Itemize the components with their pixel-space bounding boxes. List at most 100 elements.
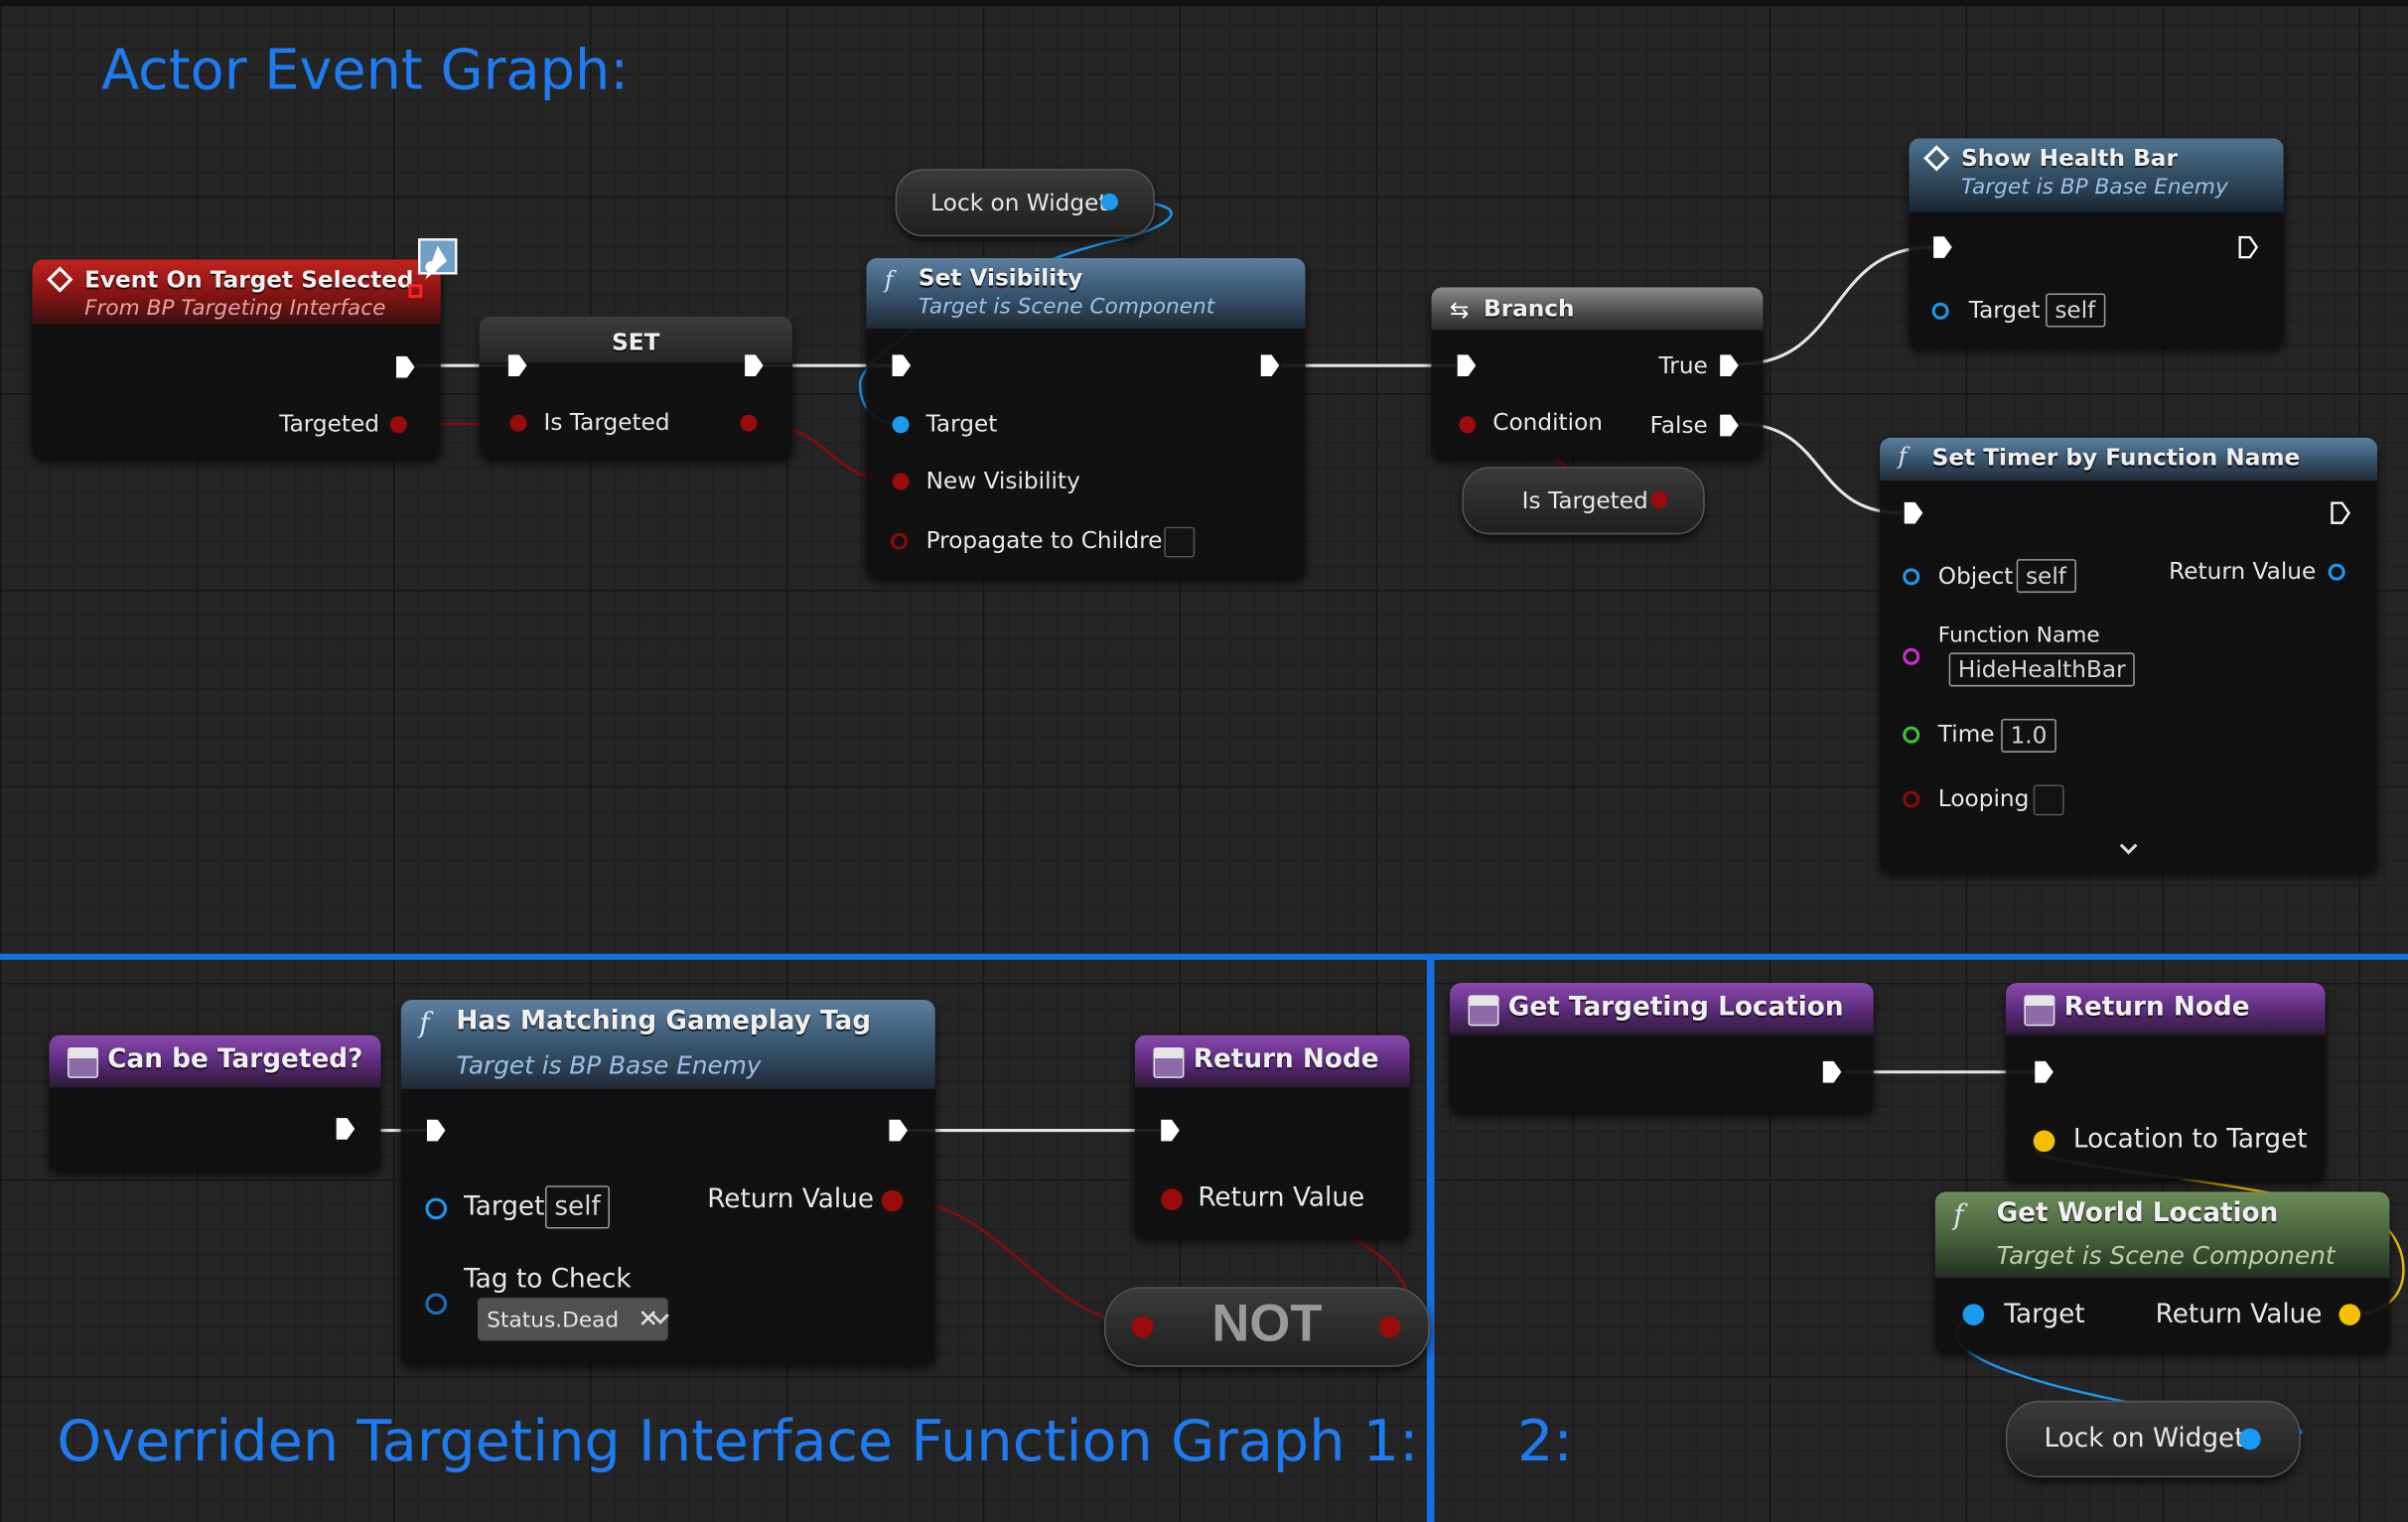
struct-in-pin-tag[interactable] [425,1293,448,1315]
name-in-pin[interactable] [1903,647,1920,665]
function-graph-1-title: Overriden Targeting Interface Function G… [57,1408,1419,1475]
bool-in-pin-looping[interactable] [1903,790,1920,808]
not-node[interactable]: NOT [1104,1287,1430,1367]
get-targeting-location-entry-node[interactable]: Get Targeting Location [1449,983,1874,1112]
set-node[interactable]: SET Is Targeted [479,316,793,458]
exec-out-pin-false[interactable] [1719,413,1741,438]
return-node-1[interactable]: Return Node Return Value [1134,1035,1410,1238]
bool-in-pin-return[interactable] [1161,1188,1183,1210]
get-world-location-node[interactable]: f Get World Location Target is Scene Com… [1934,1191,2390,1352]
object-in-pin-target[interactable] [1931,302,1949,320]
is-targeted-getter[interactable]: Is Targeted [1462,467,1705,535]
can-be-targeted-entry-node[interactable]: Can be Targeted? [49,1035,381,1171]
target-default-field[interactable]: self [545,1185,611,1229]
exec-in-pin[interactable] [891,353,913,378]
vector-out-pin-return[interactable] [2338,1304,2361,1325]
target-default-field[interactable]: self [2046,293,2105,328]
looping-checkbox[interactable] [2033,784,2064,816]
set-timer-title: Set Timer by Function Name [1931,444,2301,472]
object-default-field[interactable]: self [2016,559,2076,594]
event-node-subtitle: From BP Targeting Interface [84,296,386,322]
float-in-pin-time[interactable] [1903,726,1920,744]
chevron-down-icon[interactable] [2118,842,2140,857]
object-in-pin-target[interactable] [892,416,910,434]
function-icon: f [419,1007,430,1040]
exec-in-pin[interactable] [1903,500,1924,525]
return-node-2-title: Return Node [2063,992,2250,1024]
chevron-down-icon[interactable] [651,1314,670,1327]
exec-in-pin[interactable] [1160,1118,1182,1143]
bool-out-pin[interactable] [740,414,758,432]
set-timer-node[interactable]: f Set Timer by Function Name Object self… [1880,437,2378,873]
exec-out-pin[interactable] [1821,1059,1843,1084]
return-out-pin[interactable] [2328,563,2345,581]
gameplay-tag-chip[interactable]: Status.Dead ✕ [477,1298,668,1341]
object-in-pin[interactable] [1903,568,1920,586]
exec-in-pin[interactable] [425,1118,447,1143]
pin-label-false: False [1649,411,1708,440]
exec-out-pin[interactable] [335,1117,356,1142]
remove-tag-icon[interactable]: ✕ [637,1304,659,1333]
can-be-targeted-header: Can be Targeted? [49,1035,381,1088]
return-node-icon [1153,1046,1185,1078]
set-visibility-node[interactable]: f Set Visibility Target is Scene Compone… [866,257,1306,578]
exec-out-pin[interactable] [744,353,766,378]
bool-in-pin[interactable] [1131,1315,1154,1338]
lock-on-widget-getter-bottom[interactable]: Lock on Widget [2005,1400,2301,1478]
bool-out-pin-return[interactable] [881,1189,904,1212]
vector-in-pin-location[interactable] [2033,1130,2055,1153]
set-visibility-title: Set Visibility [918,264,1083,292]
get-targeting-location-header: Get Targeting Location [1449,983,1874,1036]
exec-in-pin[interactable] [506,353,528,378]
exec-in-pin[interactable] [2034,1059,2055,1084]
get-world-location-subtitle: Target is Scene Component [1996,1240,2336,1271]
bool-in-pin-propagate[interactable] [891,532,909,550]
function-name-field[interactable]: HideHealthBar [1948,652,2135,687]
bool-out-pin-targeted[interactable] [389,416,407,434]
object-in-pin-target[interactable] [1962,1304,1985,1325]
return-node-1-header: Return Node [1134,1035,1410,1088]
exec-wire-false-timer [1738,422,1904,515]
pin-label-looping: Looping [1937,784,2030,813]
event-node-header: Event On Target Selected From BP Targeti… [32,259,441,325]
event-diamond-icon [47,266,73,293]
event-on-target-selected-node[interactable]: Event On Target Selected From BP Targeti… [32,259,441,458]
time-field[interactable]: 1.0 [2001,718,2056,753]
has-matching-gameplay-tag-node[interactable]: f Has Matching Gameplay Tag Target is BP… [400,1000,935,1364]
branch-node[interactable]: ⇆ Branch True Condition False [1431,287,1764,458]
return-node-2[interactable]: Return Node Location to Target [2005,983,2326,1180]
breakpoint-icon[interactable] [408,284,423,299]
function-icon: f [884,265,894,294]
has-tag-subtitle: Target is BP Base Enemy [456,1050,762,1080]
exec-out-pin[interactable] [2330,500,2351,525]
lock-on-widget-label: Lock on Widget [930,189,1108,217]
toolbar-edge [0,0,2408,7]
exec-in-pin[interactable] [1456,353,1478,378]
exec-in-pin[interactable] [1932,235,1954,260]
pin-label-target: Target [1968,296,2041,325]
lock-on-widget-getter-top[interactable]: Lock on Widget [895,169,1156,237]
show-health-bar-subtitle: Target is BP Base Enemy [1961,175,2228,201]
object-in-pin-target[interactable] [425,1197,448,1220]
can-be-targeted-title: Can be Targeted? [107,1043,363,1075]
exec-out-pin[interactable] [1259,353,1281,378]
pin-label-return-value: Return Value [707,1183,875,1215]
object-out-pin[interactable] [2238,1428,2261,1451]
bool-in-pin-condition[interactable] [1459,416,1477,434]
show-health-bar-node[interactable]: Show Health Bar Target is BP Base Enemy … [1909,138,2284,347]
bool-in-pin[interactable] [509,414,527,432]
bool-out-pin[interactable] [1378,1315,1401,1338]
propagate-checkbox[interactable] [1164,526,1196,558]
object-out-pin[interactable] [1100,193,1118,210]
exec-out-pin[interactable] [888,1118,910,1143]
pin-label-location-to-target: Location to Target [2072,1124,2308,1156]
bool-in-pin-new-visibility[interactable] [892,473,910,490]
exec-out-pin-true[interactable] [1719,353,1741,378]
exec-out-pin[interactable] [394,354,416,379]
branch-icon: ⇆ [1449,296,1470,325]
exec-wire-true-healthbar [1738,245,1934,366]
bool-out-pin[interactable] [1650,491,1668,509]
actor-graph-title: Actor Event Graph: [101,40,630,103]
exec-out-pin[interactable] [2237,235,2259,260]
